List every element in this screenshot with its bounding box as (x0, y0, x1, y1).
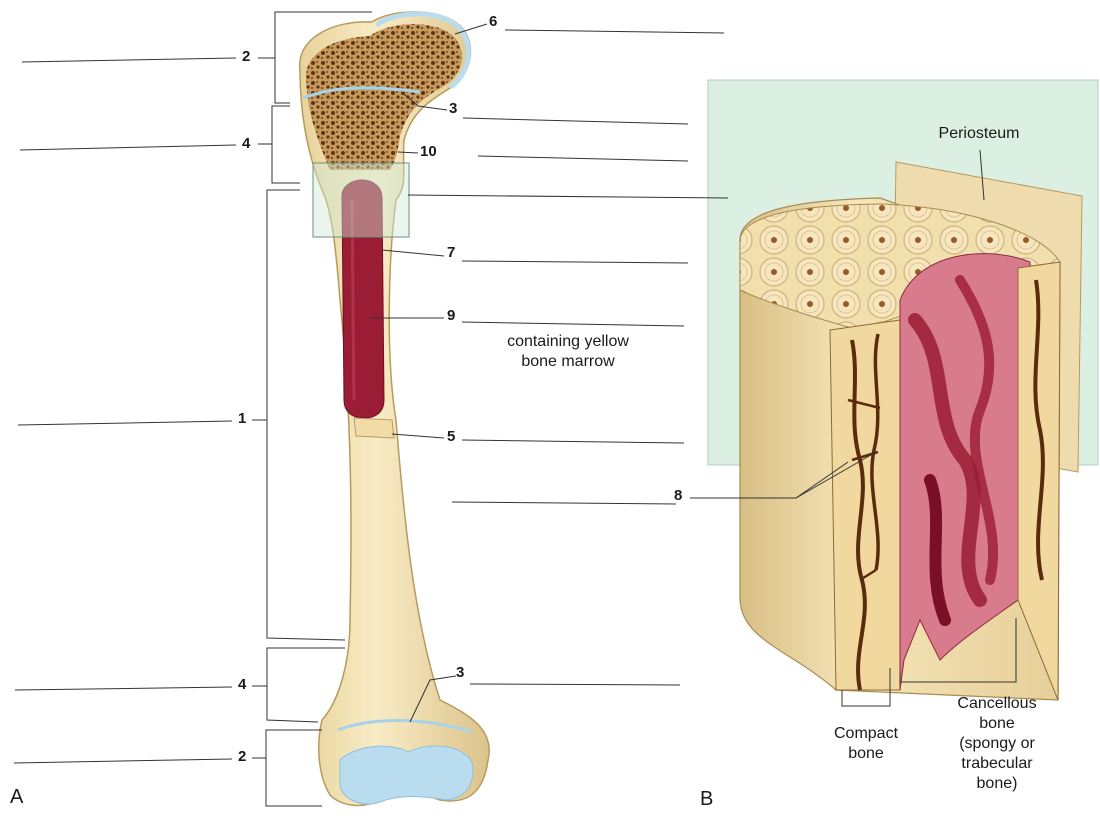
label-5: 5 (447, 428, 455, 445)
caption-compact-line-2: bone (814, 744, 918, 764)
answer-line-unnumbered (452, 502, 676, 504)
caption-cancellous-line-1: Cancellous (932, 694, 1062, 714)
label-4-top: 4 (242, 135, 250, 152)
proximal-spongy-bone (306, 24, 462, 170)
label-3-top: 3 (449, 100, 457, 117)
label-1: 1 (238, 410, 246, 427)
answer-line-3-top (463, 118, 688, 124)
answer-line-3-bottom (470, 684, 680, 685)
inset-highlight-box (313, 163, 409, 237)
bracket-2-bottom (266, 730, 322, 806)
answer-line-6 (505, 30, 724, 33)
answer-line-4-top (20, 145, 236, 150)
label-2-bottom: 2 (238, 748, 246, 765)
answer-line-1 (18, 421, 232, 425)
answer-line-2-top (22, 58, 236, 62)
caption-cancellous-bone: Cancellous bone (spongy or trabecular bo… (932, 694, 1062, 794)
endosteum-band (354, 418, 394, 438)
caption-compact-bone: Compact bone (814, 724, 918, 764)
label-7: 7 (447, 244, 455, 261)
caption-yellow-marrow: containing yellow bone marrow (478, 332, 658, 372)
answer-line-10 (478, 156, 688, 161)
distal-articular-cartilage (340, 746, 473, 804)
answer-line-9 (462, 322, 684, 326)
caption-cancellous-line-5: bone) (932, 774, 1062, 794)
label-10: 10 (420, 143, 437, 160)
femur (300, 12, 490, 806)
caption-compact-line-1: Compact (814, 724, 918, 744)
caption-cancellous-line-4: trabecular (932, 754, 1062, 774)
compact-bone-section (830, 320, 900, 690)
bracket-1 (267, 190, 345, 640)
answer-line-7 (462, 261, 688, 263)
caption-yellow-marrow-line-2: bone marrow (478, 352, 658, 372)
answer-line-4-bottom (15, 687, 232, 690)
label-4-bottom: 4 (238, 676, 246, 693)
answer-line-2-bottom (14, 759, 232, 763)
caption-cancellous-line-2: bone (932, 714, 1062, 734)
answer-line-inset (408, 195, 728, 198)
label-2-top: 2 (242, 48, 250, 65)
label-9: 9 (447, 307, 455, 324)
panel-label-a: A (10, 786, 23, 809)
caption-cancellous-line-3: (spongy or (932, 734, 1062, 754)
label-3-bottom: 3 (456, 664, 464, 681)
bone-segment (740, 162, 1082, 700)
caption-periosteum: Periosteum (924, 124, 1034, 144)
panel-label-b: B (700, 788, 713, 811)
label-8: 8 (674, 487, 682, 504)
caption-yellow-marrow-line-1: containing yellow (478, 332, 658, 352)
answer-line-5 (462, 440, 684, 443)
label-6: 6 (489, 13, 497, 30)
leader-5 (392, 434, 444, 438)
bracket-4-top (272, 106, 300, 183)
